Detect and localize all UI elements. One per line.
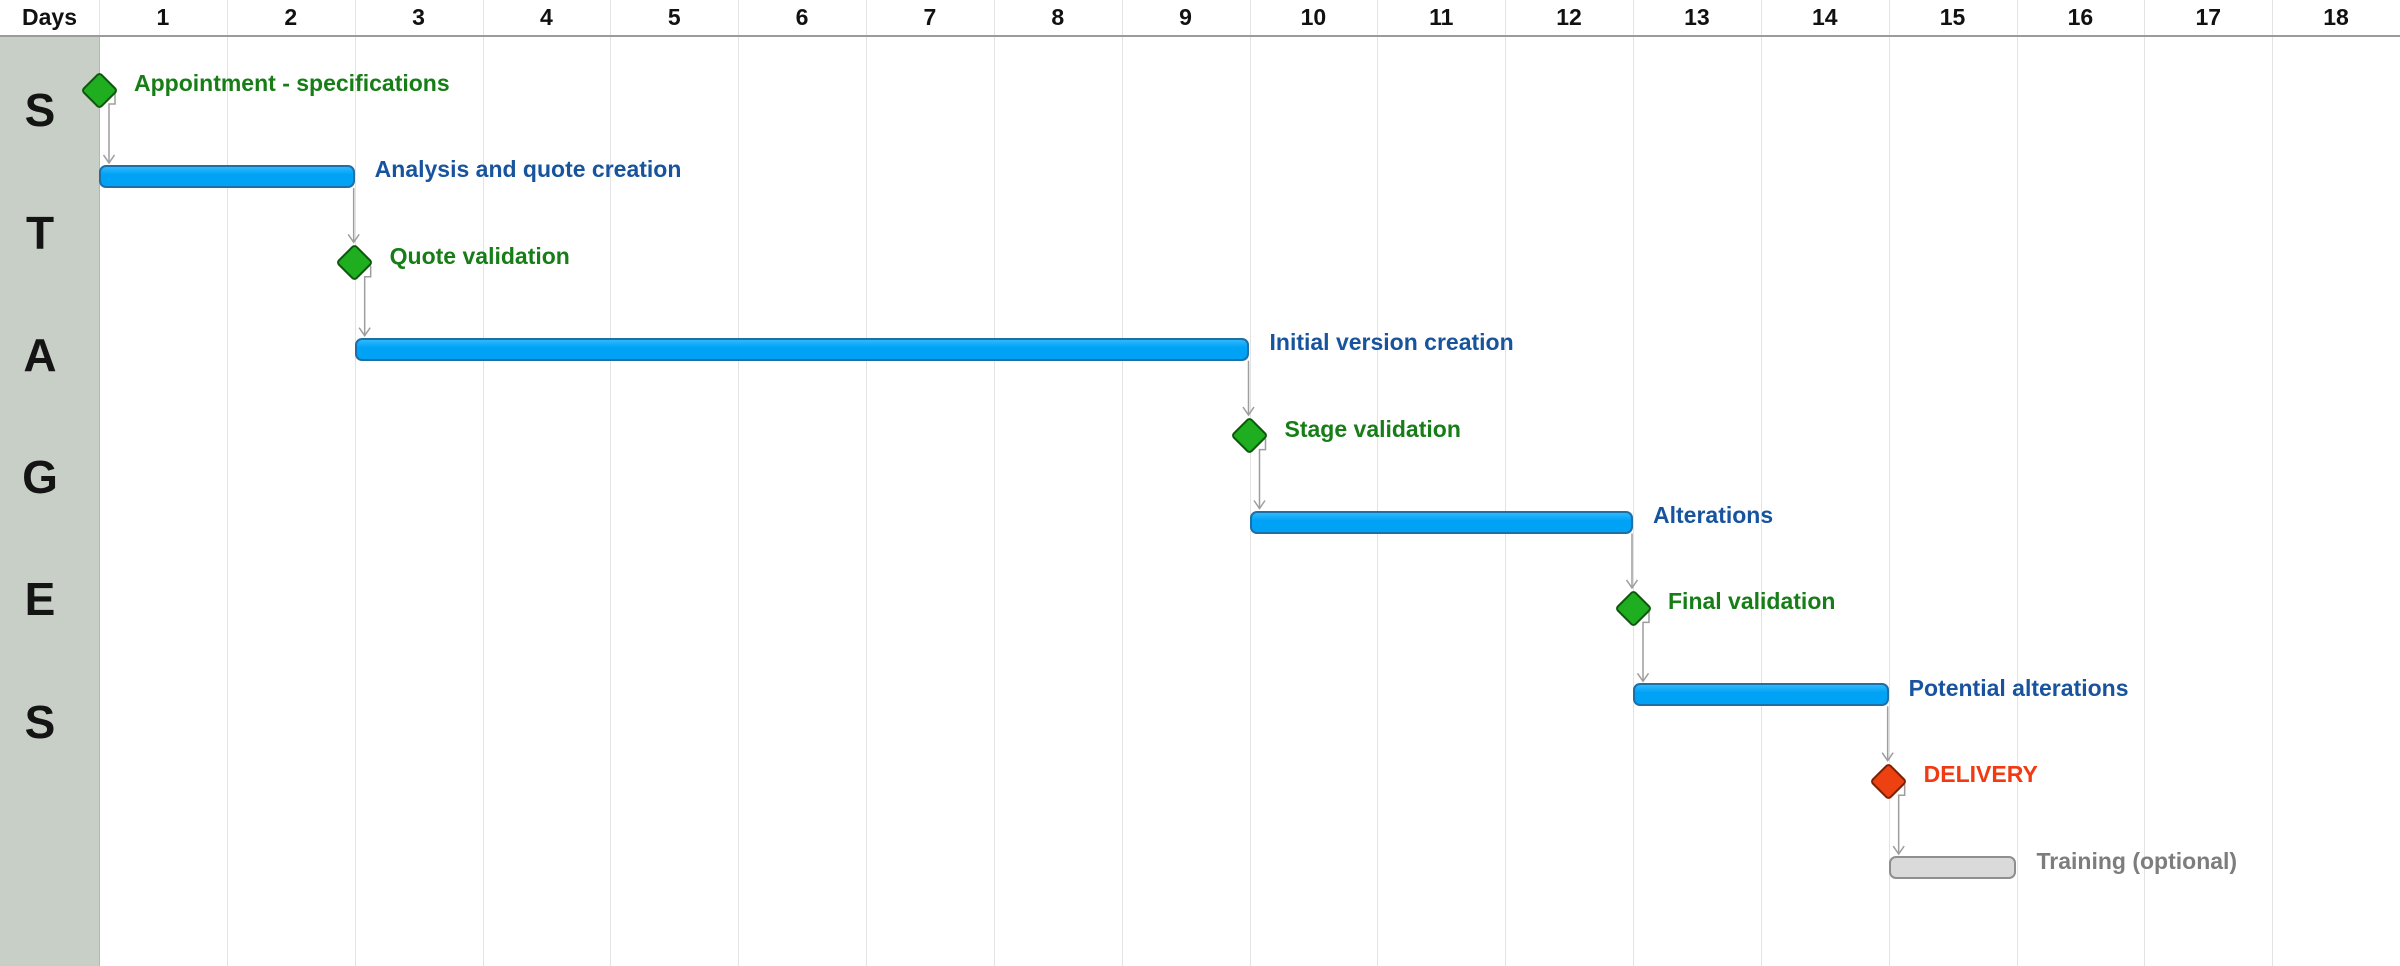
grid-line (1377, 0, 1379, 966)
row-label-final-validation: Final validation (1668, 588, 1836, 615)
grid-line (1121, 0, 1123, 966)
row-label-appointment-specifications: Appointment - specifications (134, 70, 450, 96)
task-bar-analysis-and-quote-creation[interactable] (99, 164, 355, 188)
day-header-cell-15: 15 (1939, 4, 1966, 30)
milestone-quote-validation[interactable] (335, 243, 374, 282)
stages-letter-4: G (22, 451, 58, 503)
day-header-cell-12: 12 (1556, 4, 1582, 30)
dependency-arrow (1625, 579, 1639, 590)
days-axis-label: Days (22, 4, 77, 30)
task-bar-training-optional[interactable] (1888, 856, 2017, 880)
stages-letter-1: S (24, 84, 56, 136)
day-header-cell-1: 1 (156, 4, 170, 30)
day-header-cell-4: 4 (540, 4, 553, 30)
dependency-arrow (1636, 672, 1650, 683)
dependency-arrow (1258, 438, 1267, 508)
stages-letter-5: E (24, 573, 56, 625)
day-header-cell-16: 16 (2067, 4, 2094, 30)
dependency-arrow (1892, 845, 1905, 856)
grid-line (1888, 0, 1890, 966)
grid-line (354, 0, 356, 966)
stages-letter-6: S (24, 696, 56, 748)
day-header-cell-14: 14 (1811, 4, 1838, 30)
dependency-arrow (102, 154, 116, 165)
grid-line (2016, 0, 2018, 966)
row-label-training-optional: Training (optional) (2036, 847, 2238, 874)
dependency-arrow (1881, 752, 1894, 763)
row-label-analysis-and-quote-creation: Analysis and quote creation (374, 156, 682, 183)
row-label-potential-alterations: Potential alterations (1908, 674, 2129, 701)
row-label-alterations: Alterations (1653, 502, 1774, 528)
grid-line (610, 0, 612, 966)
dependency-arrow (1253, 500, 1266, 510)
grid-line (482, 0, 484, 966)
dependency-arrow (358, 327, 371, 338)
task-bar-alterations[interactable] (1249, 510, 1633, 534)
task-bar-initial-version-creation[interactable] (354, 337, 1250, 361)
milestone-delivery[interactable] (1869, 762, 1908, 801)
dependency-arrow (1642, 611, 1650, 681)
stages-letter-3: A (23, 329, 57, 381)
milestone-final-validation[interactable] (1613, 589, 1653, 628)
dependency-arrow (1897, 784, 1906, 854)
day-header-cell-8: 8 (1051, 4, 1065, 30)
dependency-arrow (347, 233, 360, 244)
grid-line (738, 0, 740, 966)
grid-line (1505, 0, 1507, 966)
grid-line (2272, 0, 2274, 966)
grid-line (2144, 0, 2146, 966)
day-header-cell-10: 10 (1300, 4, 1327, 30)
grid-line (993, 0, 995, 966)
day-header-cell-17: 17 (2195, 4, 2222, 30)
row-label-initial-version-creation: Initial version creation (1269, 329, 1514, 356)
dependency-arrow (1242, 406, 1255, 417)
day-header-cell-11: 11 (1429, 4, 1454, 30)
grid-line (1249, 0, 1251, 966)
dependency-arrow (363, 265, 372, 335)
row-label-delivery: DELIVERY (1923, 761, 2038, 788)
grid-line (866, 0, 867, 966)
task-bar-potential-alterations[interactable] (1633, 683, 1889, 707)
day-header-cell-7: 7 (923, 4, 937, 30)
day-header-cell-2: 2 (284, 4, 298, 30)
grid-line (1760, 0, 1762, 966)
day-header-cell-9: 9 (1179, 4, 1192, 30)
day-header-cell-5: 5 (667, 4, 681, 30)
row-label-stage-validation: Stage validation (1284, 415, 1461, 442)
grid-line (226, 0, 228, 966)
grid-line (1633, 0, 1634, 966)
dependency-arrow (108, 93, 116, 162)
stages-sidebar: S T A G E S (0, 37, 100, 966)
milestone-stage-validation[interactable] (1230, 416, 1269, 455)
day-header-cell-6: 6 (795, 4, 809, 30)
day-header-cell-3: 3 (412, 4, 425, 30)
stages-letter-2: T (25, 207, 55, 259)
row-label-quote-validation: Quote validation (389, 242, 570, 269)
day-header-cell-13: 13 (1684, 4, 1710, 30)
day-header-cell-18: 18 (2323, 4, 2349, 30)
